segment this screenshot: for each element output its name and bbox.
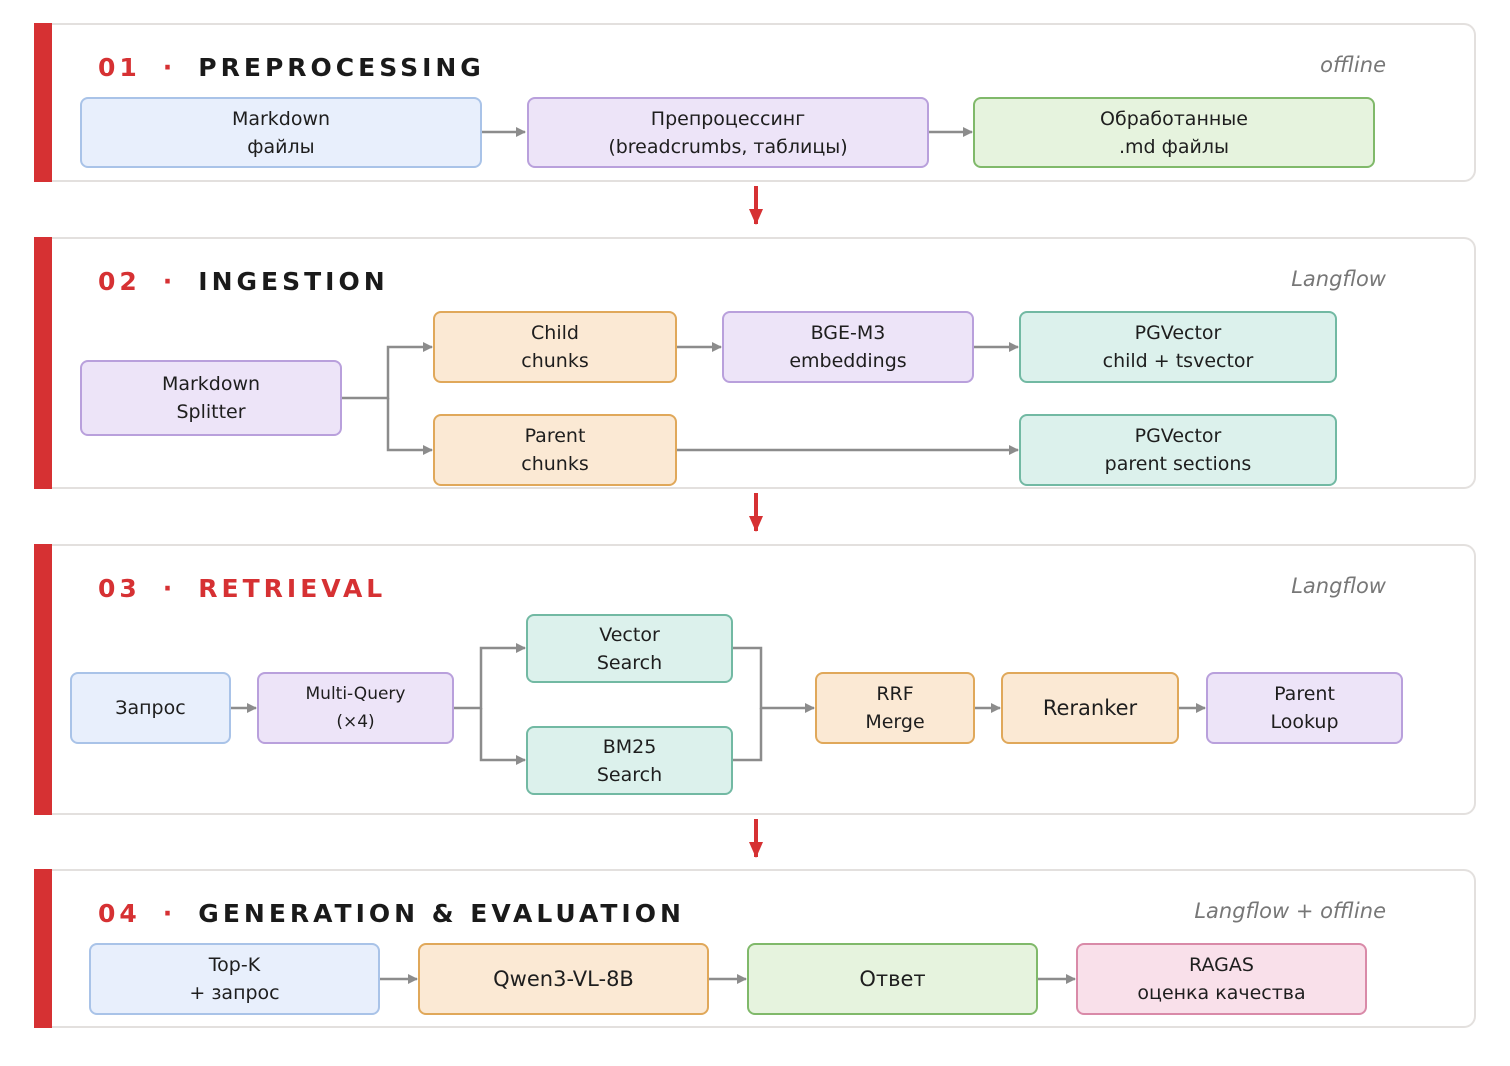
node-reranker: Reranker: [1001, 672, 1179, 744]
section-number: 03: [98, 574, 141, 603]
section-number: 04: [98, 899, 141, 928]
section-number: 01: [98, 53, 141, 82]
edge-splitter-to-child: [342, 342, 433, 400]
section-separator: ·: [162, 899, 173, 928]
node-markdown-files: Markdown файлы: [80, 97, 482, 168]
section-tag: Langflow + offline: [1194, 899, 1386, 923]
edge-bm25-to-rrf: [733, 708, 763, 762]
node-bm25-search: BM25 Search: [526, 726, 733, 795]
section-tag: Langflow: [1291, 267, 1386, 291]
node-parent-chunks: Parent chunks: [433, 414, 677, 486]
section-name: INGESTION: [198, 267, 389, 296]
section-accent-bar: [34, 237, 52, 489]
node-vector-search: Vector Search: [526, 614, 733, 683]
node-topk-query: Top-K + запрос: [89, 943, 380, 1015]
edge-multiquery-to-bm25: [479, 708, 526, 765]
node-markdown-splitter: Markdown Splitter: [80, 360, 342, 436]
section-separator: ·: [162, 53, 173, 82]
section-title: 03 · RETRIEVAL: [98, 574, 386, 603]
section-name: GENERATION & EVALUATION: [198, 899, 685, 928]
node-answer: Ответ: [747, 943, 1038, 1015]
section-accent-bar: [34, 544, 52, 815]
section-name: RETRIEVAL: [198, 574, 387, 603]
node-bge-m3-embeddings: BGE-M3 embeddings: [722, 311, 974, 383]
node-processed-files: Обработанные .md файлы: [973, 97, 1375, 168]
edge-splitter-to-parent: [386, 398, 433, 455]
edge-multiquery-to-vector: [454, 643, 526, 710]
node-pgvector-parent: PGVector parent sections: [1019, 414, 1337, 486]
section-title: 04 · GENERATION & EVALUATION: [98, 899, 685, 928]
node-rrf-merge: RRF Merge: [815, 672, 975, 744]
node-query: Запрос: [70, 672, 231, 744]
section-title: 02 · INGESTION: [98, 267, 389, 296]
section-number: 02: [98, 267, 141, 296]
node-ragas-evaluation: RAGAS оценка качества: [1076, 943, 1367, 1015]
section-name: PREPROCESSING: [198, 53, 485, 82]
edge-vector-to-rrf: [733, 646, 815, 713]
section-separator: ·: [162, 267, 173, 296]
section-title: 01 · PREPROCESSING: [98, 53, 485, 82]
node-multi-query: Multi-Query (×4): [257, 672, 454, 744]
node-parent-lookup: Parent Lookup: [1206, 672, 1403, 744]
node-pgvector-child: PGVector child + tsvector: [1019, 311, 1337, 383]
node-qwen-model: Qwen3-VL-8B: [418, 943, 709, 1015]
node-preprocessing: Препроцессинг (breadcrumbs, таблицы): [527, 97, 929, 168]
node-child-chunks: Child chunks: [433, 311, 677, 383]
section-tag: offline: [1320, 53, 1386, 77]
section-tag: Langflow: [1291, 574, 1386, 598]
section-accent-bar: [34, 23, 52, 182]
section-accent-bar: [34, 869, 52, 1028]
section-separator: ·: [162, 574, 173, 603]
